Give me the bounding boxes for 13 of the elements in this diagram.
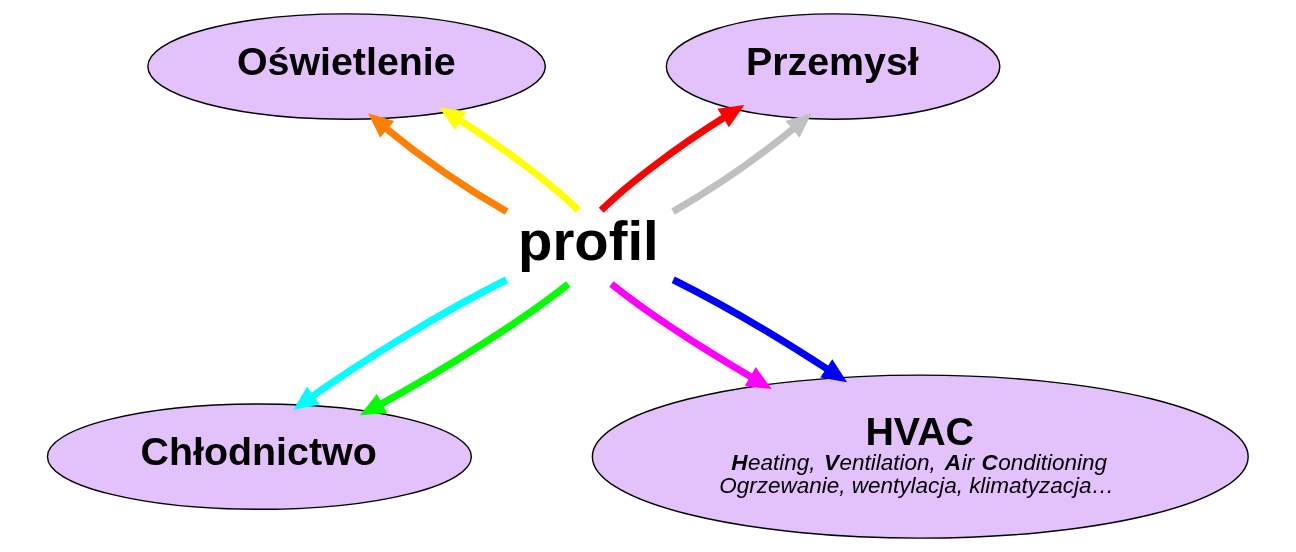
node-ellipse: Oświetlenie bbox=[147, 13, 546, 120]
arrow bbox=[598, 105, 745, 213]
node-text: profil bbox=[518, 208, 659, 272]
arrow bbox=[360, 281, 571, 416]
arrow bbox=[368, 113, 509, 215]
arrow bbox=[609, 281, 772, 390]
arrow bbox=[439, 107, 581, 213]
arrow bbox=[671, 276, 848, 383]
node-ellipse: HVAC Heating, Ventilation, Air Conditioning Ogrzewanie, wentylacja, klimatyzacja… bbox=[591, 374, 1249, 539]
arrow bbox=[293, 276, 509, 411]
arrow bbox=[671, 113, 812, 215]
node-ellipse: Chłodnictwo bbox=[46, 403, 473, 510]
node-ellipse: Przemysł bbox=[665, 13, 1001, 120]
